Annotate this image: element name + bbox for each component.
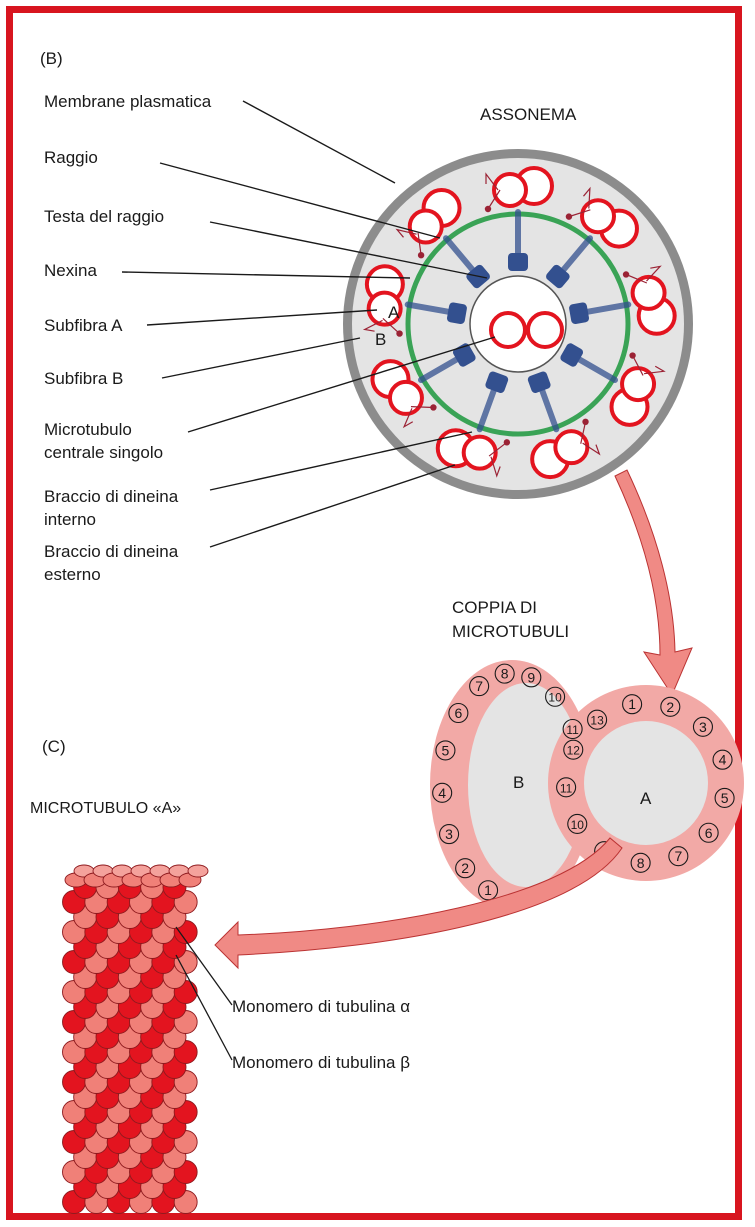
protofilament-a-6: 6 — [705, 825, 713, 841]
label-inner-arm-1: Braccio di dineina — [44, 487, 179, 506]
protofilament-a-8: 8 — [637, 855, 645, 871]
leader-subfiber-b — [162, 338, 360, 378]
spoke-head — [568, 302, 589, 325]
inner-dynein-head — [566, 213, 572, 219]
protofilament-b-6: 6 — [454, 705, 462, 721]
microtubule-a-title: MICROTUBULO «A» — [30, 800, 181, 817]
inner-dynein-head — [582, 419, 588, 425]
inner-dynein-head — [418, 252, 424, 258]
panel-b-tag: (B) — [40, 49, 63, 68]
label-beta-tubulin: Monomero di tubulina β — [232, 1053, 410, 1072]
protofilament-b-3: 3 — [445, 826, 453, 842]
inner-dynein-head — [485, 206, 491, 212]
doublet-b-label: B — [513, 773, 524, 792]
zoom-arrow-to-doublet — [615, 470, 692, 695]
protofilament-b-1: 1 — [484, 882, 492, 898]
doublet-title-1: COPPIA DI — [452, 598, 537, 617]
central-microtubule-left — [491, 313, 525, 347]
label-outer-arm-2: esterno — [44, 565, 101, 584]
inner-dynein-head — [623, 271, 629, 277]
subfiber-a-lumen — [584, 721, 708, 845]
protofilament-a-12: 12 — [567, 744, 581, 758]
subfiber-a — [390, 382, 422, 414]
label-outer-arm-1: Braccio di dineina — [44, 542, 179, 561]
subfiber-a — [582, 200, 614, 232]
doublet-letter-b: B — [375, 330, 386, 349]
spoke-head — [508, 253, 528, 271]
panel-c-tag: (C) — [42, 737, 66, 756]
leader-subfiber-a — [147, 310, 377, 325]
protofilament-a-4: 4 — [719, 752, 727, 768]
label-subfiber-b: Subfibra B — [44, 369, 123, 388]
label-inner-arm-2: interno — [44, 510, 96, 529]
microtubule-a-lattice — [63, 865, 209, 1214]
protofilament-a-10: 10 — [571, 818, 585, 832]
protofilament-b-11: 11 — [566, 723, 579, 737]
protofilament-b-2: 2 — [461, 860, 469, 876]
protofilament-a-7: 7 — [674, 848, 682, 864]
protofilament-a-13: 13 — [590, 714, 604, 728]
subfiber-a — [494, 174, 526, 206]
label-central-1: Microtubulo — [44, 420, 132, 439]
central-microtubule-right — [528, 313, 562, 347]
protofilament-a-1: 1 — [628, 696, 636, 712]
label-membrane: Membrane plasmatica — [44, 92, 212, 111]
protofilament-b-7: 7 — [475, 678, 483, 694]
protofilament-b-9: 9 — [527, 669, 535, 685]
protofilament-b-5: 5 — [442, 742, 450, 758]
doublet-a-label: A — [640, 789, 652, 808]
protofilament-a-11: 11 — [560, 781, 573, 795]
axoneme-title: ASSONEMA — [480, 105, 577, 124]
inner-dynein-head — [629, 352, 635, 358]
inner-dynein-head — [430, 404, 436, 410]
label-subfiber-a: Subfibra A — [44, 316, 123, 335]
label-central-2: centrale singolo — [44, 443, 163, 462]
protofilament-b-4: 4 — [438, 785, 446, 801]
doublet-letter-a: A — [388, 303, 400, 322]
doublet-title-2: MICROTUBULI — [452, 622, 569, 641]
subfiber-a — [464, 437, 496, 469]
leader-membrane — [243, 101, 395, 183]
label-spoke: Raggio — [44, 148, 98, 167]
protofilament-b-10: 10 — [548, 691, 562, 705]
tubulin-top-back — [188, 865, 208, 877]
protofilament-a-5: 5 — [721, 790, 729, 806]
leader-outer-arm — [210, 465, 455, 547]
protofilament-a-3: 3 — [699, 719, 707, 735]
label-spoke-head: Testa del raggio — [44, 207, 164, 226]
protofilament-b-8: 8 — [501, 666, 509, 682]
inner-dynein-head — [396, 330, 402, 336]
inner-dynein-head — [504, 439, 510, 445]
subfiber-a — [633, 277, 665, 309]
label-nexin: Nexina — [44, 261, 97, 280]
label-alpha-tubulin: Monomero di tubulina α — [232, 997, 410, 1016]
spoke-head — [446, 302, 467, 325]
protofilament-a-2: 2 — [666, 699, 674, 715]
